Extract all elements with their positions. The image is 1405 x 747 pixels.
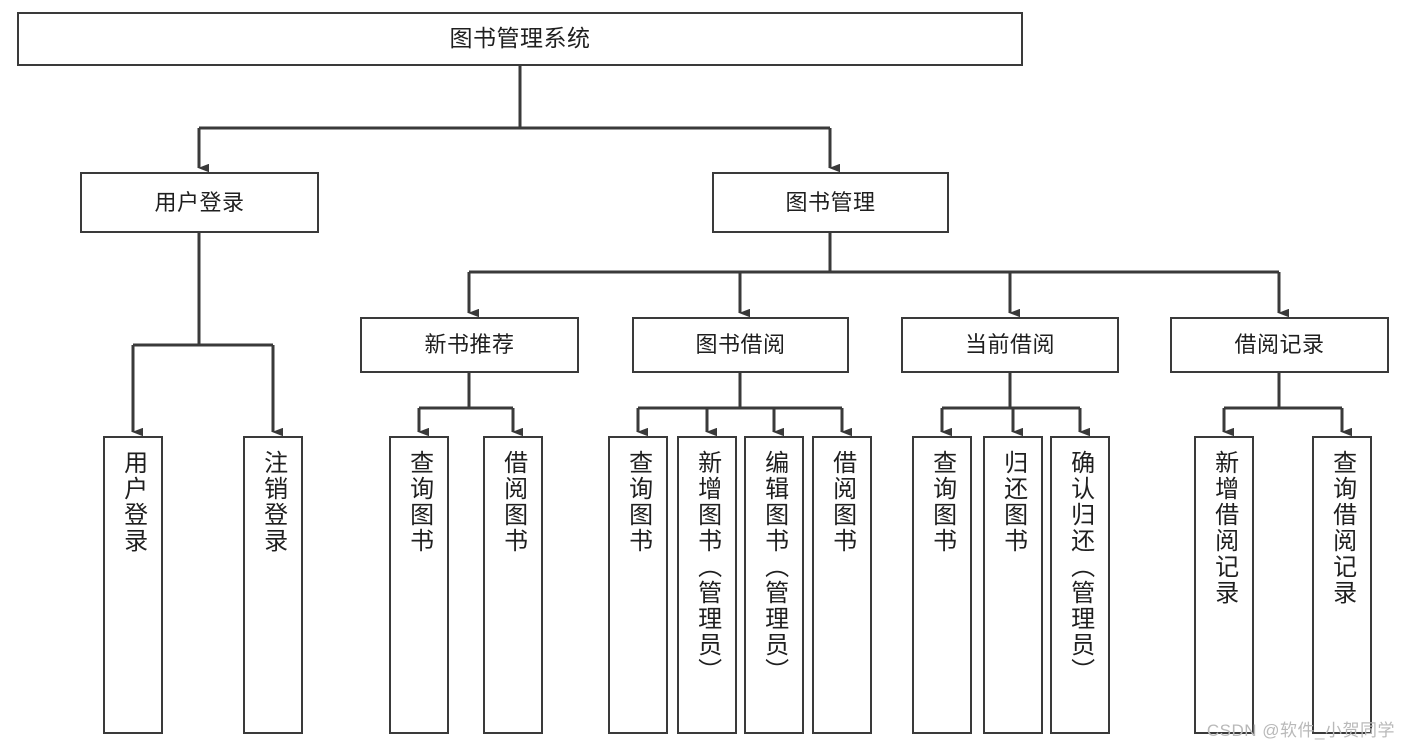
node-new-book-recommend-label: 新书推荐 [424, 332, 515, 358]
leaf-label: 归还图书 [999, 450, 1027, 554]
node-user-login-label: 用户登录 [154, 189, 245, 215]
leaf-user-logout[interactable]: 注销登录 [243, 436, 303, 734]
leaf-query-books-current[interactable]: 查询图书 [912, 436, 972, 734]
leaf-label: 新增图书（管理员） [693, 450, 721, 684]
leaf-label: 查询图书 [928, 450, 956, 554]
leaf-borrow-books-new[interactable]: 借阅图书 [483, 436, 543, 734]
node-book-management[interactable]: 图书管理 [712, 172, 949, 233]
node-current-borrow[interactable]: 当前借阅 [901, 317, 1119, 373]
leaf-label: 借阅图书 [828, 450, 856, 554]
leaf-query-books-new[interactable]: 查询图书 [389, 436, 449, 734]
leaf-confirm-return-admin[interactable]: 确认归还（管理员） [1050, 436, 1110, 734]
leaf-query-books-borrow[interactable]: 查询图书 [608, 436, 668, 734]
leaf-label: 查询图书 [624, 450, 652, 554]
node-new-book-recommend[interactable]: 新书推荐 [360, 317, 579, 373]
node-root[interactable]: 图书管理系统 [17, 12, 1023, 66]
node-current-borrow-label: 当前借阅 [964, 332, 1055, 358]
node-book-borrow[interactable]: 图书借阅 [632, 317, 849, 373]
leaf-label: 新增借阅记录 [1210, 450, 1238, 606]
csdn-watermark: CSDN @软件_小贺同学 [1206, 721, 1395, 740]
node-borrow-records[interactable]: 借阅记录 [1170, 317, 1389, 373]
node-root-label: 图书管理系统 [449, 25, 591, 52]
leaf-add-borrow-record[interactable]: 新增借阅记录 [1194, 436, 1254, 734]
leaf-edit-book-admin[interactable]: 编辑图书（管理员） [744, 436, 804, 734]
leaf-label: 编辑图书（管理员） [760, 450, 788, 684]
leaf-return-books[interactable]: 归还图书 [983, 436, 1043, 734]
node-book-management-label: 图书管理 [785, 189, 876, 215]
leaf-add-book-admin[interactable]: 新增图书（管理员） [677, 436, 737, 734]
leaf-label: 查询图书 [405, 450, 433, 554]
leaf-user-login[interactable]: 用户登录 [103, 436, 163, 734]
leaf-borrow-books[interactable]: 借阅图书 [812, 436, 872, 734]
node-borrow-records-label: 借阅记录 [1234, 332, 1325, 358]
leaf-query-borrow-record[interactable]: 查询借阅记录 [1312, 436, 1372, 734]
leaf-label: 用户登录 [119, 450, 147, 554]
leaf-label: 注销登录 [259, 450, 287, 554]
leaf-label: 查询借阅记录 [1328, 450, 1356, 606]
node-user-login[interactable]: 用户登录 [80, 172, 319, 233]
leaf-label: 借阅图书 [499, 450, 527, 554]
node-book-borrow-label: 图书借阅 [695, 332, 786, 358]
leaf-label: 确认归还（管理员） [1066, 450, 1094, 684]
